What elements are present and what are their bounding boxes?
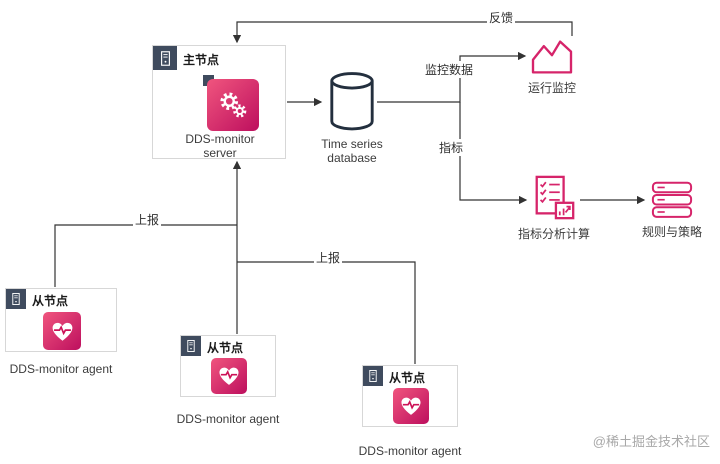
edge-label-report-left: 上报 xyxy=(133,211,162,228)
master-node-box: 主节点 DDS-monitor server xyxy=(152,45,287,161)
metric-analysis-label: 指标分析计算 xyxy=(517,227,590,241)
master-node-label: DDS-monitor server xyxy=(153,132,287,161)
run-monitoring-label: 运行监控 xyxy=(527,81,576,95)
agent-node-box-3: 从节点 xyxy=(362,365,458,427)
gears-icon xyxy=(220,92,247,118)
database-label-line2: database xyxy=(327,151,377,166)
agent2-header: 从节点 xyxy=(181,336,243,356)
server-icon xyxy=(363,366,383,386)
heartbeat-icon xyxy=(211,358,247,394)
agent1-label: DDS-monitor agent xyxy=(9,362,113,376)
agent1-header: 从节点 xyxy=(6,289,68,309)
heartbeat-icon xyxy=(43,312,81,350)
agent3-label: DDS-monitor agent xyxy=(358,444,462,458)
edge-label-metric: 指标 xyxy=(437,139,466,156)
database-label: Time series database xyxy=(314,137,390,166)
database-cylinder-icon xyxy=(330,72,374,131)
edge-report-agent1 xyxy=(54,224,237,287)
stacked-rules-icon xyxy=(651,181,693,218)
checklist-chart-icon xyxy=(535,175,575,220)
agent2-tag: 从节点 xyxy=(207,341,244,355)
edge-label-report-mid: 上报 xyxy=(314,249,343,266)
dds-monitor-server-icon xyxy=(207,79,259,131)
rules-policy-node: 规则与策略 xyxy=(634,180,710,239)
run-monitoring-node: 运行监控 xyxy=(521,38,583,95)
time-series-database-node: Time series database xyxy=(314,70,390,166)
agent3-tag: 从节点 xyxy=(389,371,426,385)
watermark: @稀土掘金技术社区 xyxy=(592,434,710,449)
master-node-header: 主节点 xyxy=(153,46,219,70)
heartbeat-icon xyxy=(393,388,429,424)
database-label-line1: Time series xyxy=(321,137,383,151)
edge-label-monitor-data: 监控数据 xyxy=(423,61,476,78)
agent2-label: DDS-monitor agent xyxy=(176,412,280,426)
server-icon xyxy=(153,46,177,70)
master-node-tag: 主节点 xyxy=(183,53,220,67)
rules-policy-label: 规则与策略 xyxy=(641,225,702,239)
master-node-label-line2: server xyxy=(203,146,237,161)
metric-analysis-node: 指标分析计算 xyxy=(514,174,594,241)
agent-node-box-2: 从节点 xyxy=(180,335,276,397)
agent-node-box-1: 从节点 xyxy=(5,288,117,352)
edge-label-feedback: 反馈 xyxy=(487,9,516,26)
mountain-chart-icon xyxy=(531,40,573,74)
agent1-tag: 从节点 xyxy=(32,294,69,308)
server-icon xyxy=(6,289,26,309)
master-node-label-line1: DDS-monitor xyxy=(185,132,255,146)
agent3-header: 从节点 xyxy=(363,366,425,386)
server-icon xyxy=(181,336,201,356)
